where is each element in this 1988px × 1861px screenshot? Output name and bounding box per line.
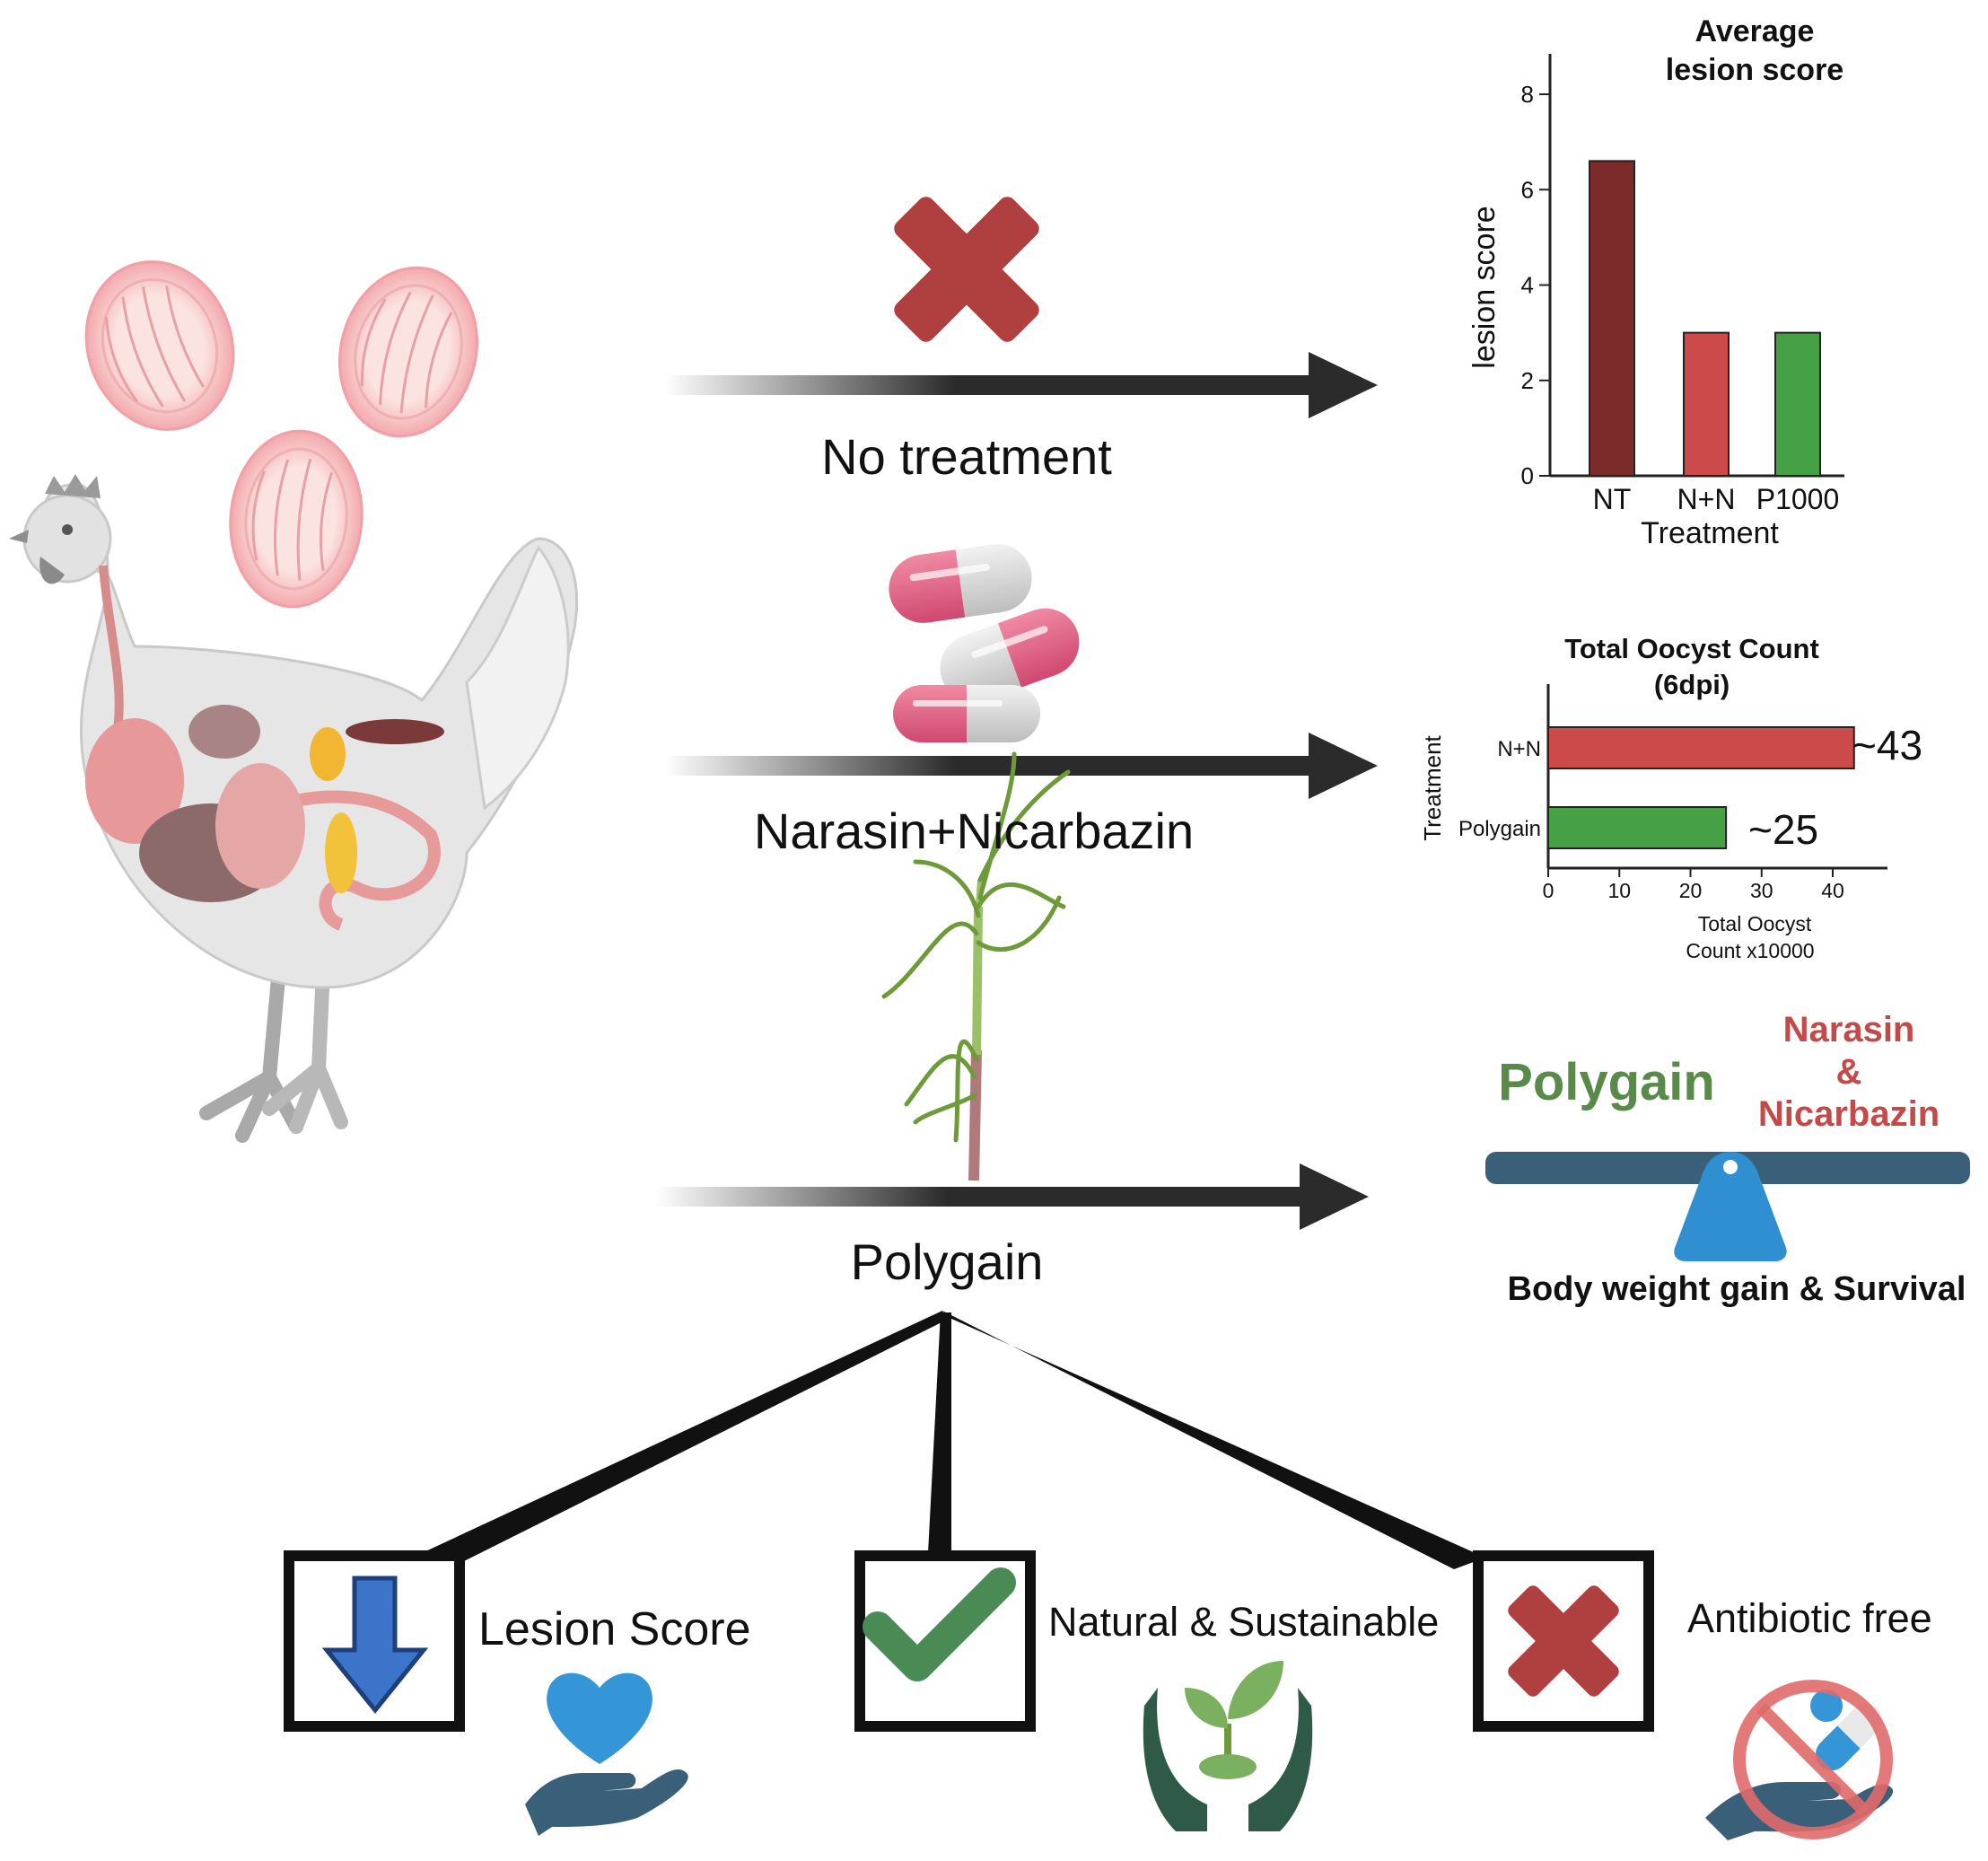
lesion-score-chart: Average lesion score lesion score Treatm…	[1467, 14, 1844, 550]
balance-comparison: Polygain Narasin & Nicarbazin Body weigh…	[1485, 1010, 1970, 1308]
lesion-y-tick-label: 0	[1521, 462, 1534, 489]
oocyst-chart-ylabel: Treatment	[1419, 734, 1446, 840]
oocyst-bar-polygain	[1547, 806, 1728, 849]
benefit-label: Natural & Sustainable	[1048, 1599, 1439, 1645]
lesion-y-tick-label: 4	[1521, 272, 1534, 299]
heart-in-hand-icon	[525, 1672, 688, 1836]
cross-icon	[1508, 1585, 1619, 1697]
cross-icon	[894, 197, 1039, 342]
lesion-y-tick-label: 8	[1521, 81, 1534, 108]
oocyst-x-tick-label: 30	[1750, 879, 1773, 902]
lesion-chart-xlabel: Treatment	[1641, 516, 1779, 550]
oocyst-x-tick-label: 10	[1607, 879, 1631, 902]
benefit-label: Antibiotic free	[1687, 1595, 1932, 1641]
oocyst-annotation-polygain: ~25	[1748, 806, 1818, 853]
label-no-treatment: No treatment	[821, 428, 1112, 485]
balance-right-line3: Nicarbazin	[1758, 1094, 1940, 1134]
label-narasin-nicarbazin: Narasin+Nicarbazin	[754, 803, 1194, 859]
lesion-bar-nt	[1589, 160, 1635, 477]
sprout-in-hands-icon	[1143, 1661, 1313, 1831]
balance-left-label: Polygain	[1498, 1053, 1715, 1111]
lesion-y-tick-label: 6	[1521, 176, 1534, 203]
oocyst-x-tick-label: 20	[1679, 879, 1703, 902]
benefit-antibiotic-free: Antibiotic free	[1473, 1550, 1932, 1840]
lesion-chart-title-line2: lesion score	[1666, 53, 1843, 87]
lesion-y-tick-label: 2	[1521, 367, 1534, 394]
lesion-category-label: NT	[1593, 483, 1632, 515]
balance-pivot-hole	[1723, 1160, 1738, 1174]
sugarcane-plant-icon	[881, 751, 1071, 1181]
arrow-narasin	[664, 733, 1378, 799]
oocyst-illustration	[84, 260, 479, 609]
arrow-no-treatment	[664, 352, 1378, 418]
lesion-bar-p1000	[1774, 331, 1821, 477]
oocyst-x-tick-label: 0	[1543, 879, 1554, 902]
oocyst-chart-title-line2: (6dpi)	[1654, 669, 1730, 700]
oocyst-annotation-nn: ~43	[1852, 722, 1922, 768]
lesion-category-label: P1000	[1756, 483, 1840, 515]
benefit-label: Lesion Score	[478, 1603, 751, 1655]
pill-icon	[889, 544, 1080, 742]
oocyst-bar-n-n	[1547, 726, 1855, 769]
label-polygain: Polygain	[851, 1233, 1044, 1290]
arrow-polygain	[655, 1163, 1369, 1230]
oocyst-chart-xlabel-line2: Count x10000	[1686, 939, 1814, 962]
oocyst-chart-xlabel-line1: Total Oocyst	[1698, 912, 1812, 935]
oocyst-count-chart: Total Oocyst Count (6dpi) Treatment Tota…	[1419, 633, 1922, 962]
check-icon	[863, 1567, 1016, 1681]
lesion-chart-title-line1: Average	[1695, 14, 1815, 48]
lesion-category-label: N+N	[1677, 483, 1736, 515]
oocyst-category-label: N+N	[1497, 737, 1541, 761]
balance-right-line2: &	[1836, 1052, 1862, 1092]
lesion-chart-ylabel: lesion score	[1467, 206, 1502, 368]
no-antibiotics-icon	[1705, 1680, 1894, 1840]
balance-right-line1: Narasin	[1783, 1010, 1915, 1049]
benefit-lesion-score: Lesion Score	[284, 1550, 751, 1836]
oocyst-category-label: Polygain	[1458, 817, 1541, 841]
balance-caption: Body weight gain & Survival	[1508, 1270, 1966, 1308]
chicken-illustration	[9, 474, 579, 1143]
down-arrow-icon	[321, 1576, 429, 1714]
balance-pivot	[1674, 1152, 1787, 1261]
polygain-branches	[422, 1311, 1485, 1569]
oocyst-x-tick-label: 40	[1821, 879, 1844, 902]
benefit-natural-sustainable: Natural & Sustainable	[854, 1550, 1439, 1831]
lesion-bar-n-n	[1683, 331, 1730, 477]
oocyst-chart-title-line1: Total Oocyst Count	[1564, 633, 1819, 664]
